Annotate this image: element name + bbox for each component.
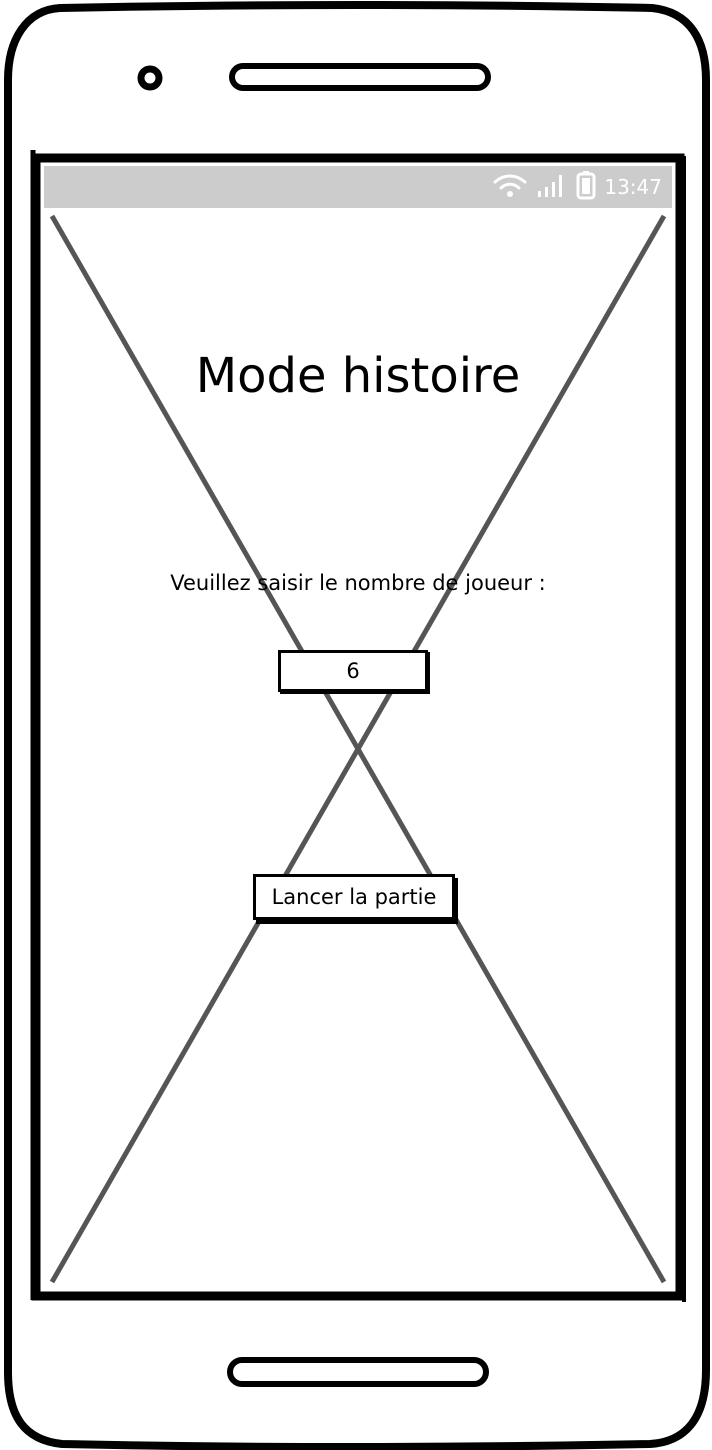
wifi-icon [492,171,528,203]
status-bar: 13:47 [44,166,672,208]
launch-game-button[interactable]: Lancer la partie [253,874,455,920]
home-bar [227,1357,489,1387]
camera-icon [137,65,163,91]
placeholder-cross [49,214,667,1284]
signal-icon [536,171,568,203]
speaker-slot [229,63,491,91]
battery-icon [576,170,596,204]
status-time: 13:47 [604,175,662,199]
screen: 13:47 Mode histoire Veuillez saisir le n… [44,166,672,1288]
status-icons: 13:47 [492,170,662,204]
page-title: Mode histoire [195,348,521,404]
player-count-prompt: Veuillez saisir le nombre de joueur : [170,571,546,595]
player-count-input[interactable] [278,650,428,692]
